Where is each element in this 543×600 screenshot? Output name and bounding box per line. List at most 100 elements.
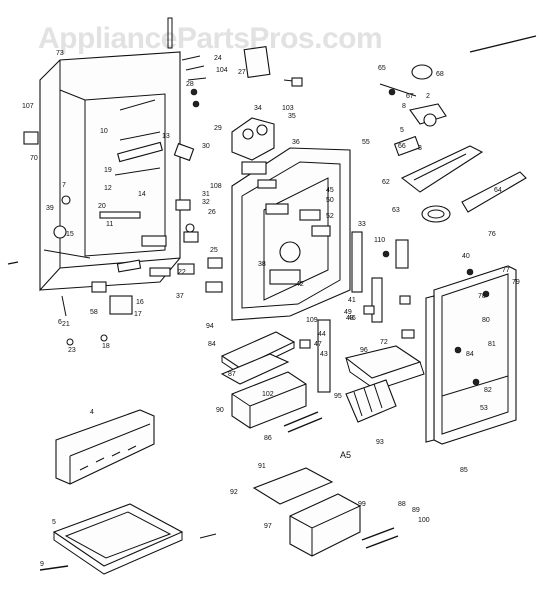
part-number-label: 95 [334, 393, 342, 400]
part-number-label: 38 [258, 261, 266, 268]
part-number-label: 7 [62, 182, 66, 189]
part-number-label: 110 [374, 237, 385, 244]
liner-side-parts [299, 231, 411, 393]
part-number-label: 52 [326, 213, 334, 220]
top-fasteners [167, 17, 303, 108]
part-number-label: 104 [216, 67, 228, 74]
part-number-label: 85 [460, 467, 468, 474]
lower-crisper [252, 467, 399, 557]
part-number-label: 91 [258, 463, 266, 470]
part-number-label: 64 [494, 187, 502, 194]
part-number-label: 82 [484, 387, 492, 394]
part-number-label: 22 [178, 269, 186, 276]
part-number-label: 45 [326, 187, 334, 194]
part-number-label: 81 [488, 341, 496, 348]
part-number-label: 11 [106, 221, 113, 228]
part-number-label: 42 [296, 281, 304, 288]
part-number-label: 23 [68, 347, 76, 354]
part-number-label: 29 [214, 125, 222, 132]
part-number-label: 31 [202, 191, 210, 198]
part-number-label: 12 [104, 185, 112, 192]
part-number-label: 8 [402, 103, 406, 110]
part-number-label: 15 [66, 231, 74, 238]
part-number-label: 44 [318, 331, 326, 338]
part-number-label: 73 [56, 50, 64, 57]
crisper-drawer [231, 371, 323, 433]
part-number-label: 10 [100, 128, 108, 135]
part-number-label: 78 [478, 293, 486, 300]
part-number-label: 39 [46, 205, 54, 212]
part-number-label: 77 [502, 267, 510, 274]
part-number-label: 30 [202, 143, 210, 150]
part-number-label: 86 [264, 435, 272, 442]
part-number-label: 58 [90, 309, 98, 316]
stray-stroke [469, 35, 537, 53]
part-number-label: 19 [104, 167, 112, 174]
part-number-label: 36 [292, 139, 300, 146]
air-duct-parts [205, 117, 277, 293]
part-number-label: 13 [162, 133, 170, 140]
part-number-label: 93 [376, 439, 384, 446]
part-number-label: 100 [418, 517, 430, 524]
part-number-label: 18 [102, 343, 110, 350]
door-top-parts [379, 64, 527, 223]
part-number-label: 4 [90, 409, 94, 416]
part-number-label: 92 [230, 489, 238, 496]
bottom-pan [39, 503, 184, 575]
part-number-label: 84 [208, 341, 216, 348]
door-bin [55, 409, 155, 485]
part-number-label: 103 [282, 105, 294, 112]
part-number-label: 80 [482, 317, 490, 324]
part-number-label: 35 [288, 113, 296, 120]
cabinet-outer-shell [23, 51, 181, 292]
watermark-text: AppliancePartsPros.com [38, 22, 382, 55]
part-number-label: 17 [134, 311, 142, 318]
part-number-label: 48 [346, 315, 354, 322]
section-tag: A5 [340, 450, 351, 460]
part-number-label: 43 [320, 351, 328, 358]
part-number-label: 108 [210, 183, 222, 190]
part-number-label: 49 [344, 309, 352, 316]
part-number-label: 5 [400, 127, 404, 134]
part-number-label: 102 [262, 391, 274, 398]
part-number-label: 53 [480, 405, 488, 412]
part-number-label: 32 [202, 199, 210, 206]
part-number-label: 99 [358, 501, 366, 508]
part-number-label: 26 [208, 209, 216, 216]
part-number-label: 41 [348, 297, 356, 304]
part-number-label: 66 [398, 143, 406, 150]
part-number-label: 88 [398, 501, 406, 508]
part-number-label: 47 [314, 341, 322, 348]
small-note-mark [199, 533, 217, 539]
part-number-label: 79 [512, 279, 520, 286]
part-number-label: 3 [418, 145, 422, 152]
control-parts [61, 142, 199, 346]
part-number-label: 109 [306, 317, 318, 324]
part-number-label: 67 [406, 93, 414, 100]
part-number-label: 16 [136, 299, 144, 306]
part-number-label: 46 [348, 315, 356, 322]
door-assembly [395, 239, 517, 445]
part-number-label: 107 [22, 103, 34, 110]
part-number-label: 90 [216, 407, 224, 414]
edge-mark [7, 261, 19, 265]
part-number-label: 21 [62, 321, 70, 328]
part-number-label: 97 [264, 523, 272, 530]
part-number-label: 37 [176, 293, 184, 300]
part-number-label: 33 [358, 221, 366, 228]
part-number-label: 72 [380, 339, 388, 346]
part-number-label: 28 [186, 81, 194, 88]
part-number-label: 76 [488, 231, 496, 238]
part-number-label: 25 [210, 247, 218, 254]
part-number-label: 70 [30, 155, 38, 162]
part-number-label: 14 [138, 191, 146, 198]
part-number-label: 94 [206, 323, 214, 330]
part-number-label: 89 [412, 507, 420, 514]
part-number-label: 9 [40, 561, 44, 568]
part-number-label: 27 [238, 69, 246, 76]
part-number-label: 96 [360, 347, 368, 354]
part-number-label: 34 [254, 105, 262, 112]
part-number-label: 40 [462, 253, 470, 260]
part-number-label: 6 [58, 319, 62, 326]
